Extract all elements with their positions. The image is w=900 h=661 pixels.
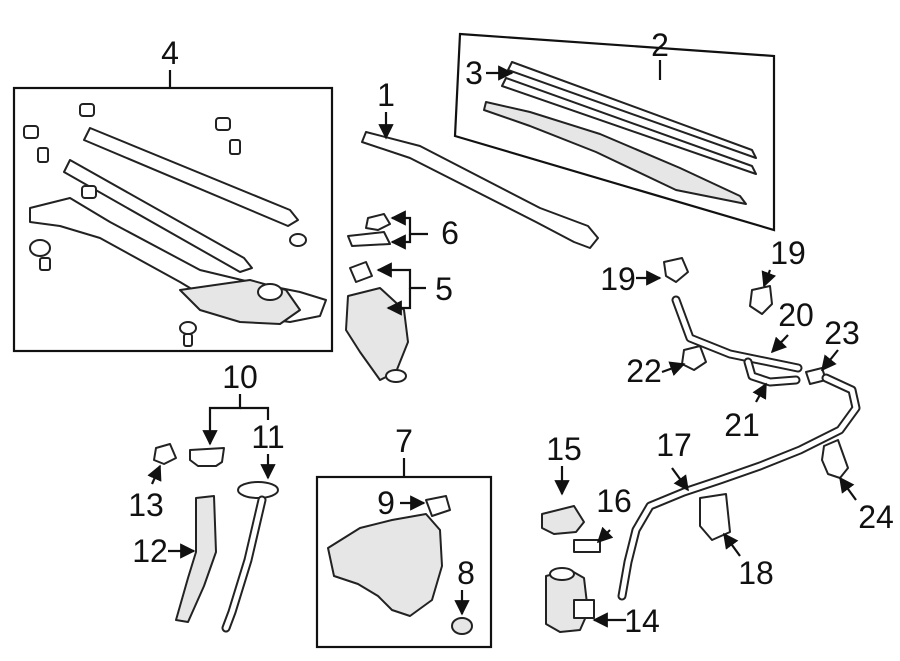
bushing-b: [39, 257, 51, 271]
callout-23: 23: [824, 315, 860, 351]
hose-connector-18: [699, 493, 731, 541]
pump-seal-15: [541, 505, 585, 535]
bushing-c: [289, 233, 307, 247]
filler-neck: [175, 495, 217, 623]
bushing-d: [179, 321, 197, 335]
filler-seal: [237, 481, 279, 499]
leader-20: [770, 334, 789, 354]
leader-18: [723, 532, 741, 557]
pump-top: [549, 567, 575, 581]
pivot-cover: [347, 231, 391, 247]
leader-23: [821, 349, 839, 372]
linkage-box: [12, 86, 334, 353]
callout-1: 1: [377, 77, 395, 113]
leader-10a: [202, 394, 242, 446]
bushing-a: [29, 239, 51, 257]
blade-strip: [501, 77, 757, 175]
pump-group: 15 16 14: [541, 431, 660, 639]
leader-6a: [390, 210, 428, 236]
callout-18: 18: [738, 555, 774, 591]
bolt-f: [81, 185, 97, 199]
leader-22: [661, 361, 686, 376]
callout-8: 8: [457, 555, 475, 591]
callout-22: 22: [626, 353, 662, 389]
callout-15: 15: [546, 431, 582, 467]
pivot-cap: [257, 283, 283, 301]
motor-cap: [349, 261, 373, 283]
callout-4: 4: [161, 35, 179, 71]
reservoir-cap: [425, 495, 451, 517]
callout-20: 20: [778, 297, 814, 333]
motor-end: [385, 369, 407, 383]
callout-11: 11: [251, 419, 284, 455]
bushing-e: [183, 333, 193, 347]
nozzle-19-left: [663, 257, 689, 283]
callout-3: 3: [465, 55, 483, 91]
link-rod-middle: [63, 159, 253, 273]
leader-24: [839, 476, 857, 501]
wiper-arm: [361, 131, 599, 249]
callout-16: 16: [596, 483, 632, 519]
leader-13: [147, 464, 162, 485]
bolt-a: [79, 103, 95, 117]
bolt-c: [215, 117, 231, 131]
blade-frame: [483, 101, 747, 205]
nozzle-19-right: [749, 285, 773, 315]
callout-12: 12: [132, 533, 168, 569]
callout-17: 17: [656, 427, 692, 463]
leader-5b: [386, 288, 412, 316]
callout-19a: 19: [600, 261, 636, 297]
filler-group: 10 11 12 13: [128, 359, 285, 633]
filter-16: [573, 539, 601, 553]
leader-19b: [761, 269, 777, 288]
blade-refill: [507, 61, 757, 159]
leader-10b: [240, 406, 270, 420]
leader-17: [671, 467, 689, 492]
bolt-d: [37, 147, 49, 163]
callout-2: 2: [651, 27, 669, 63]
wiper-blade-group: 2 3: [453, 27, 776, 232]
callout-9: 9: [377, 485, 395, 521]
washer-reservoir: [327, 513, 443, 617]
wiper-arm-group: 1: [361, 77, 599, 249]
pivot-nut-top: [365, 213, 391, 231]
clip-22: [681, 345, 707, 371]
callout-5: 5: [435, 271, 453, 307]
callout-6: 6: [441, 215, 459, 251]
callout-21: 21: [724, 407, 760, 443]
leader-16: [596, 526, 614, 544]
callout-7: 7: [395, 423, 413, 459]
motor-bracket: [179, 279, 301, 325]
blade-box: [453, 32, 776, 232]
leader-6b: [390, 234, 412, 250]
linkage-assembly-group: 4: [12, 35, 334, 353]
link-rod-upper: [83, 127, 299, 227]
bolt-e: [229, 139, 241, 155]
callout-10: 10: [222, 359, 258, 395]
callout-19b: 19: [770, 235, 806, 271]
bolt-b: [23, 125, 39, 139]
reservoir-group: 7 9 8: [315, 423, 493, 649]
callout-14: 14: [624, 603, 660, 639]
filler-cap: [189, 447, 225, 467]
clip-24: [821, 439, 849, 479]
wiper-motor: [345, 287, 409, 381]
pump-connector: [573, 599, 595, 619]
leader-21: [752, 382, 767, 403]
grommet-13: [153, 443, 177, 465]
washer-hose-group: 19 19 20 21 22 23 17 24 18: [600, 235, 894, 601]
callout-24: 24: [858, 499, 894, 535]
leader-5a: [376, 262, 426, 290]
motor-group: 6 5: [345, 210, 459, 383]
callout-13: 13: [128, 487, 164, 523]
reservoir-grommet: [451, 617, 473, 635]
